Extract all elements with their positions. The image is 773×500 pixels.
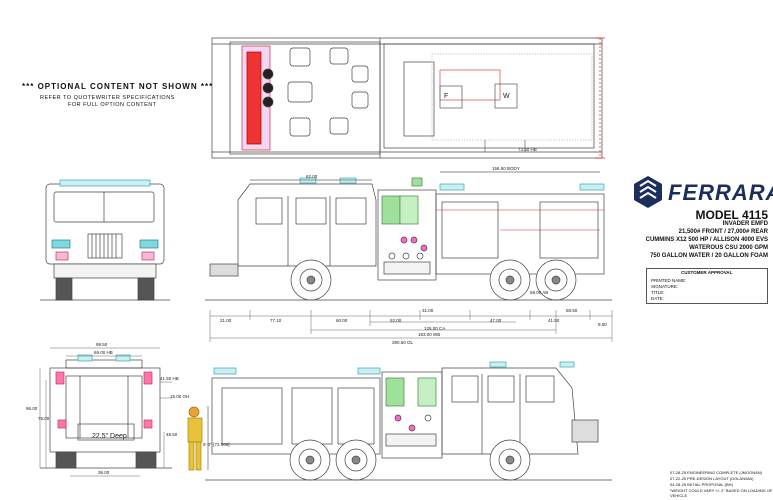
dim-rear-base: 36.00: [98, 470, 110, 475]
top-view: [211, 37, 605, 159]
dim-rear-h2: 15.00 OH: [170, 394, 189, 399]
option-content-note: FOR FULL OPTION CONTENT: [68, 102, 157, 108]
dim-seg7: 41.50: [548, 318, 560, 323]
side-view: [205, 171, 613, 342]
dim-cab-len: 62.00: [306, 174, 318, 179]
dim-rear-w2: 69.00 HB: [94, 350, 113, 355]
dim-wb: 183.00 WB: [418, 332, 440, 337]
dim-rear-h5: 75.00: [38, 416, 50, 421]
date-field[interactable]: DATE:: [651, 296, 664, 301]
printed-name-field[interactable]: PRINTED NAME:: [651, 278, 687, 283]
title-field[interactable]: TITLE:: [651, 290, 665, 295]
signature-field[interactable]: SIGNATURE:: [651, 284, 679, 289]
weight-note: *WEIGHT COULD VARY +/- 2" BASED ON LOADI…: [670, 488, 773, 498]
dim-rear-w1: 99.50: [96, 342, 108, 347]
ferrara-logo: [634, 176, 662, 208]
tank-label-w: W: [503, 93, 510, 100]
customer-approval-box: CUSTOMER APPROVAL PRINTED NAME: SIGNATUR…: [646, 268, 768, 304]
dim-seg8: 58.50: [566, 308, 578, 313]
dim-seg1: 21.00: [220, 318, 232, 323]
officer-side-view: [205, 361, 612, 481]
brand-name: FERRARA: [668, 180, 773, 205]
dim-seg6: 47.00: [490, 318, 502, 323]
dim-ca: 125.00 CA: [424, 326, 445, 331]
revision-1: 07-28-25 ENGINEERING COMPLETE (JMOONAN): [670, 470, 763, 475]
dim-top-width: 73.50 HB: [518, 147, 537, 152]
dim-oal: 390.50 OL: [392, 340, 414, 345]
dim-rear-h4: 96.00: [26, 406, 38, 411]
tank-text: 750 GALLON WATER / 20 GALLON FOAM: [650, 253, 768, 259]
dim-seg3: 60.00: [336, 318, 348, 323]
front-view: [40, 179, 170, 301]
dim-seg5: 31.00: [422, 308, 434, 313]
dim-rear-h1: 41.50 HB: [160, 376, 179, 381]
axles-text: 21,500# FRONT / 27,000# REAR: [678, 229, 768, 235]
chassis-text: INVADER EMFD: [722, 221, 768, 227]
dim-seg4: 52.00: [390, 318, 402, 323]
tank-label-f: F: [444, 93, 448, 100]
quotewriter-note: REFER TO QUOTEWRITER SPECIFICATIONS: [40, 95, 175, 101]
dim-seg9: 9.00: [598, 322, 607, 327]
rear-view: [39, 347, 209, 477]
pump-text: WATEROUS CSU 2000 GPM: [689, 245, 768, 251]
dim-body-len: 156.50 BODY: [492, 166, 520, 171]
revision-2: 07-22-25 PRE-DESIGN LAYOUT (DOLAN/MA): [670, 476, 754, 481]
dim-rear-h3: 48.50: [166, 432, 178, 437]
model-title: MODEL 4115: [695, 208, 768, 222]
engine-text: CUMMINS X12 500 HP / ALLISON 4000 EVS: [645, 237, 768, 243]
optional-content-note: *** OPTIONAL CONTENT NOT SHOWN ***: [22, 82, 214, 91]
approval-title: CUSTOMER APPROVAL: [681, 270, 733, 275]
dim-seg2: 77.10: [270, 318, 282, 323]
dim-person: 6'-0" [72.000]: [203, 442, 229, 447]
revision-3: 04-28-25 INITIAL PROPOSAL (BH): [670, 482, 733, 487]
dim-ground-h: 58.00 AB: [530, 290, 548, 295]
dim-rear-deep: 22.5" Deep: [92, 433, 127, 440]
